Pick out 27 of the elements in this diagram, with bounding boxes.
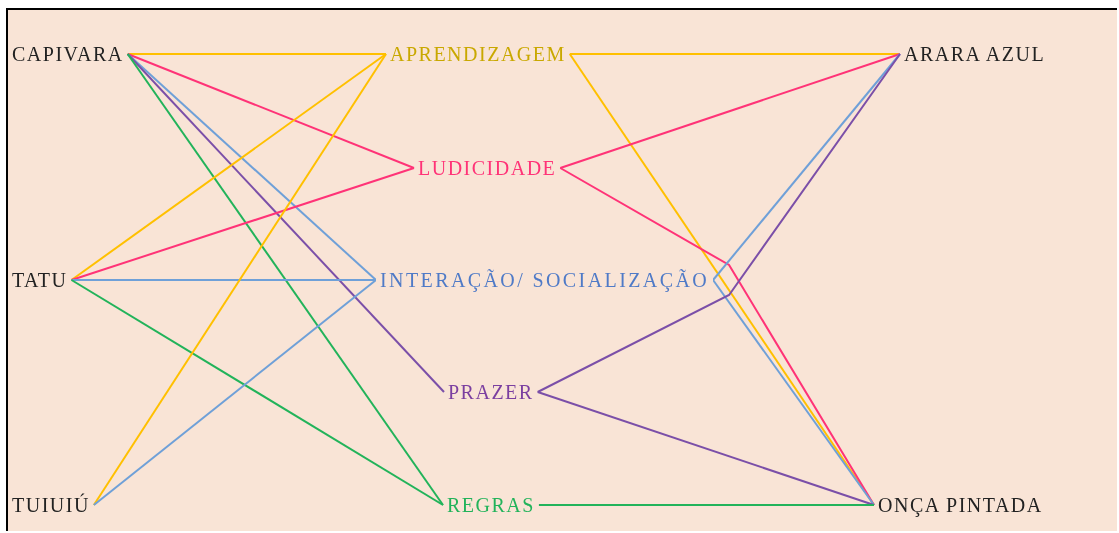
- connector-line: [126, 53, 387, 55]
- connector-line: [92, 53, 387, 506]
- node-label: APRENDIZAGEM: [386, 43, 570, 65]
- node-label: ONÇA PINTADA: [874, 494, 1047, 516]
- connector-line: [712, 279, 875, 506]
- connector-line: [70, 279, 444, 506]
- connector-line: [712, 53, 901, 281]
- connector-line: [536, 391, 875, 506]
- node-label: PRAZER: [444, 381, 538, 403]
- connector-line: [70, 53, 387, 281]
- node-label: TUIUIÚ: [8, 494, 94, 516]
- connector-line: [537, 504, 875, 506]
- node-label: CAPIVARA: [8, 43, 128, 65]
- node-label: LUDICIDADE: [414, 157, 561, 179]
- node-label: INTERAÇÃO/ SOCIALIZAÇÃO: [376, 269, 714, 291]
- connector-line: [536, 53, 901, 393]
- connector-line: [126, 53, 377, 281]
- connector-line: [70, 279, 377, 281]
- connector-line: [70, 167, 415, 281]
- connector-line: [559, 53, 901, 169]
- node-label: REGRAS: [443, 494, 539, 516]
- connector-line: [559, 167, 875, 506]
- connector-line: [92, 279, 377, 506]
- connector-line: [126, 53, 444, 506]
- node-label: TATU: [8, 269, 72, 291]
- connector-line: [568, 53, 901, 55]
- node-label: ARARA AZUL: [900, 43, 1050, 65]
